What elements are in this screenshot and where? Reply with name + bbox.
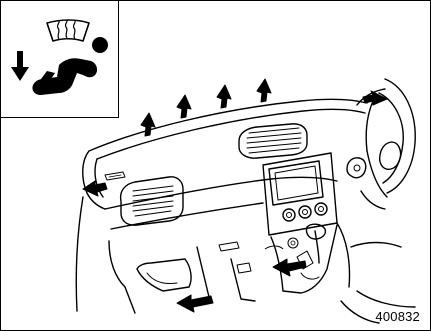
dash-front-face	[104, 176, 338, 210]
defrost-arrow-1	[140, 112, 156, 137]
center-top-vent	[238, 123, 308, 159]
foot-arrow-center	[272, 258, 307, 277]
side-arrow-left	[82, 180, 108, 197]
seated-occupant-icon	[32, 37, 108, 95]
figure-id: 400832	[375, 309, 420, 324]
center-display	[268, 160, 324, 206]
knob-right	[314, 202, 328, 216]
knob-left	[282, 208, 296, 222]
gear-lever	[314, 230, 320, 264]
dash-top-inner	[96, 108, 366, 160]
defrost-arrow-2	[176, 94, 192, 119]
center-panel	[262, 152, 338, 236]
left-vent-housing	[119, 176, 184, 226]
foot-airflow-arrow-icon	[11, 51, 29, 81]
left-vent-grille	[132, 185, 174, 217]
mode-icon	[11, 19, 108, 95]
dash-top-edge	[88, 98, 368, 152]
right-side-vent	[346, 157, 367, 179]
steering-hub	[379, 141, 402, 170]
center-top-vent-grille	[246, 127, 302, 154]
defrost-arrow-4	[256, 78, 272, 103]
mode-icon-panel	[1, 1, 119, 118]
steering-wheel-outer	[384, 78, 416, 194]
steering-wheel-inner	[378, 92, 404, 184]
glovebox	[110, 202, 264, 230]
windshield-defroster-icon	[46, 19, 90, 42]
side-arrow-right	[362, 90, 388, 106]
defrost-arrow-3	[216, 84, 232, 109]
center-console	[270, 224, 338, 294]
dash-left-end	[82, 150, 106, 210]
knob-middle	[298, 205, 312, 219]
glovebox-handle	[218, 241, 240, 252]
foot-arrow-left	[176, 294, 214, 313]
